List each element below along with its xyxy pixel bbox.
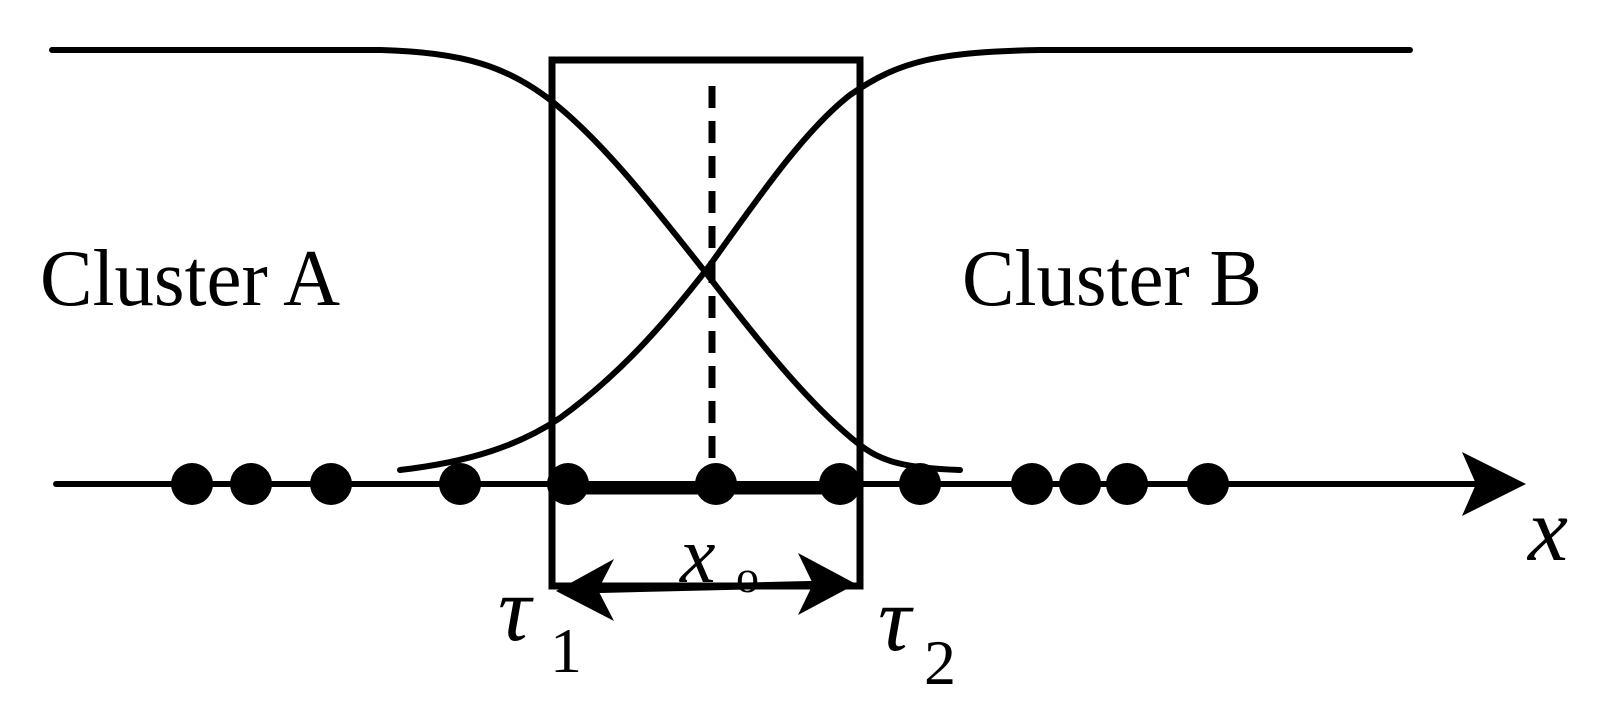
x0-label-subscript: o bbox=[736, 551, 759, 602]
interval-arrowhead-right bbox=[798, 553, 856, 615]
data-point bbox=[1059, 463, 1101, 505]
overlap-region-box bbox=[548, 56, 864, 590]
data-point bbox=[547, 463, 589, 505]
data-point bbox=[1187, 463, 1229, 505]
cluster-b-points bbox=[899, 463, 1229, 505]
data-point bbox=[230, 463, 272, 505]
tau1-label: τ bbox=[498, 558, 534, 660]
data-point bbox=[171, 463, 213, 505]
data-point bbox=[310, 463, 352, 505]
tau1-label-subscript: 1 bbox=[550, 615, 582, 686]
tau1-label-base: τ bbox=[498, 558, 534, 660]
data-point bbox=[1011, 463, 1053, 505]
x0-label-base: x bbox=[679, 512, 716, 600]
data-point bbox=[899, 463, 941, 505]
data-point bbox=[819, 463, 861, 505]
cluster-b-label: Cluster B bbox=[962, 235, 1262, 323]
tau2-label-subscript: 2 bbox=[924, 627, 956, 698]
overlap-points bbox=[547, 463, 861, 505]
cluster-a-membership-curve bbox=[49, 47, 963, 473]
interval-double-arrow-line bbox=[579, 580, 831, 594]
data-point bbox=[439, 463, 481, 505]
cluster-a-points bbox=[171, 463, 481, 505]
tau2-label-base: τ bbox=[878, 568, 914, 670]
x-axis-label: x bbox=[1526, 481, 1568, 580]
x0-label: x bbox=[679, 512, 716, 600]
tau2-label: τ bbox=[878, 568, 914, 670]
x-axis-arrowhead bbox=[1462, 452, 1526, 516]
data-point bbox=[1106, 463, 1148, 505]
interval-arrowhead-left bbox=[556, 559, 614, 621]
data-point bbox=[695, 463, 737, 505]
cluster-a-label: Cluster A bbox=[40, 235, 340, 323]
